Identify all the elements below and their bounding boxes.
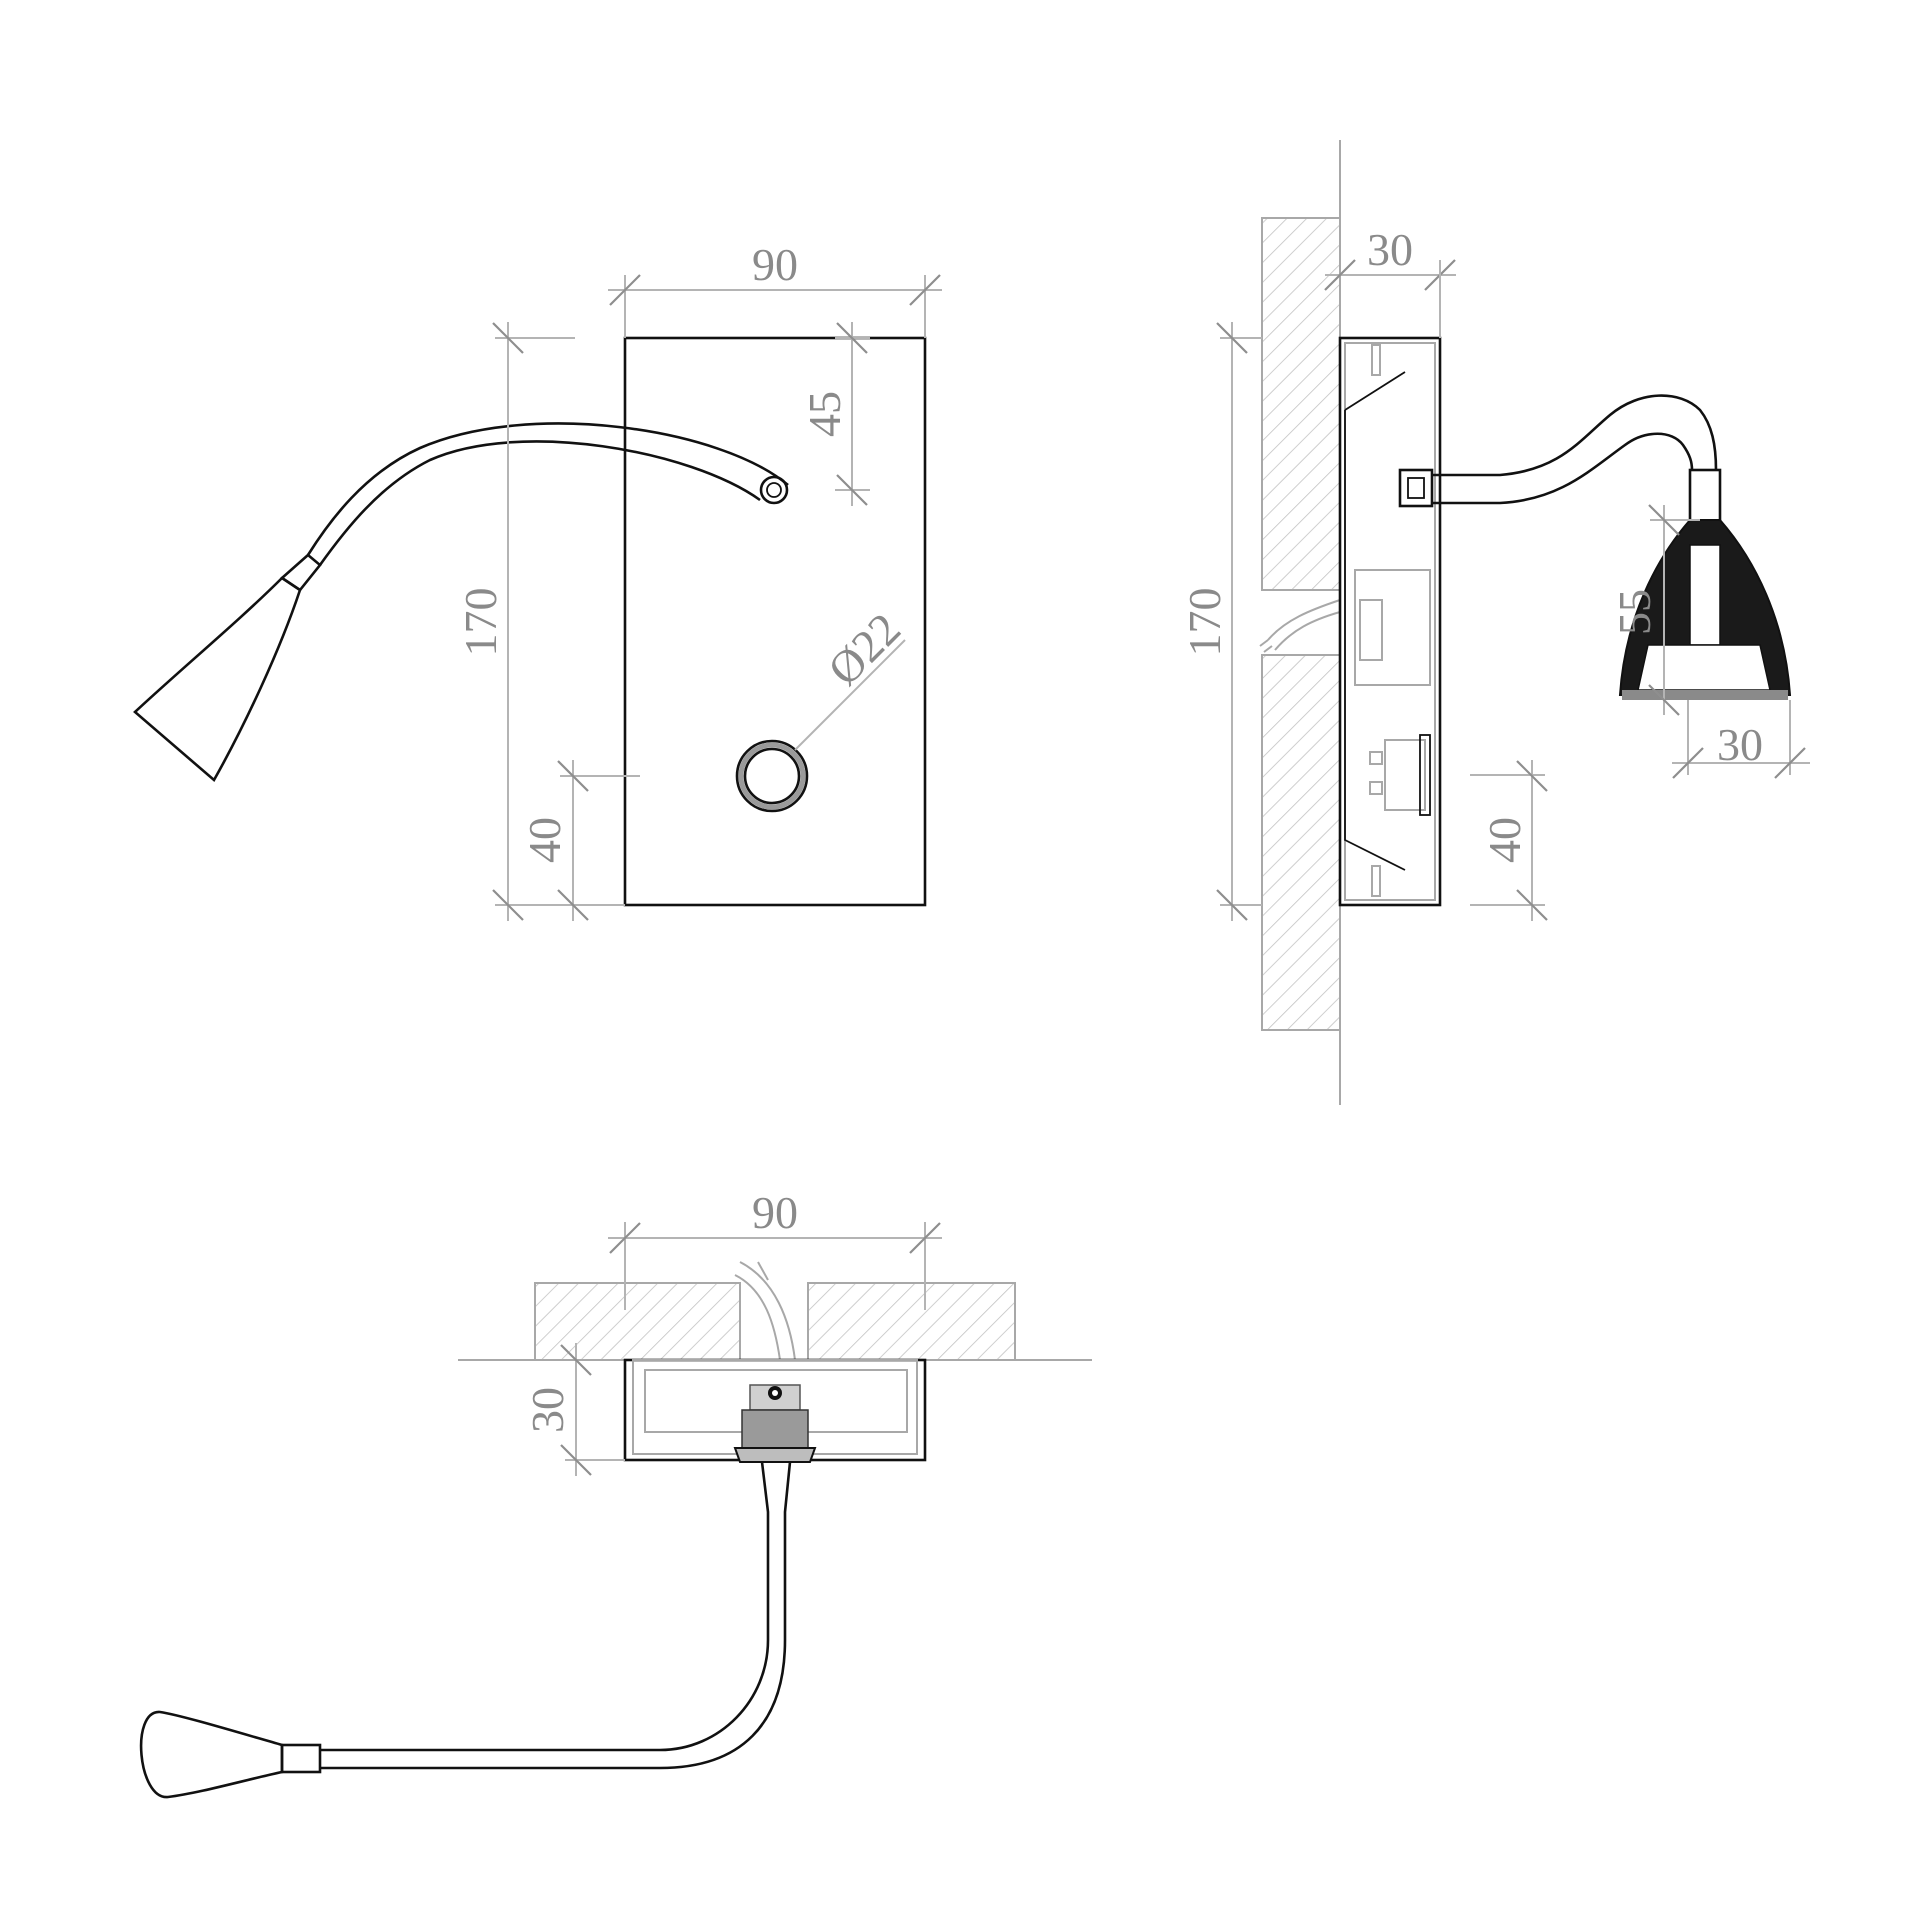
arm-offset-label: 45 — [799, 391, 850, 437]
flexible-arm — [306, 422, 789, 566]
wall-plate — [623, 336, 927, 907]
depth-label: 30 — [1367, 224, 1413, 275]
top-width-label: 90 — [752, 1187, 798, 1238]
lamp-head — [133, 553, 322, 783]
height-label: 170 — [455, 588, 506, 657]
dimension-top-width: 90 — [608, 1187, 942, 1310]
dimension-switch-height: 40 — [519, 760, 640, 921]
dimension-width: 90 — [608, 239, 942, 338]
recessed-housing — [1338, 336, 1442, 907]
dimension-side-height: 170 — [1179, 322, 1262, 921]
switch-diameter-label: Ø22 — [818, 603, 910, 695]
wall-section-left — [534, 1282, 741, 1361]
dimension-side-switch-height: 40 — [1470, 760, 1548, 921]
dimension-depth: 30 — [1324, 224, 1456, 338]
touch-switch — [735, 739, 809, 813]
top-flexible-arm — [320, 1461, 792, 1770]
head-length-label: 55 — [1609, 589, 1660, 635]
switch-height-label: 40 — [519, 817, 570, 863]
side-flexible-arm — [1432, 394, 1718, 505]
dimension-head-width: 30 — [1672, 700, 1810, 779]
side-view: 30 170 55 30 — [1179, 140, 1810, 1105]
side-height-label: 170 — [1179, 588, 1230, 657]
top-depth-label: 30 — [522, 1387, 573, 1433]
top-view: 90 30 — [139, 1187, 1092, 1799]
dimension-top-depth: 30 — [522, 1343, 625, 1476]
top-switch — [733, 1384, 817, 1463]
dimension-head-length: 55 — [1609, 504, 1700, 716]
dimension-switch-diameter: Ø22 — [794, 603, 910, 751]
head-width-label: 30 — [1717, 719, 1763, 770]
front-view: 90 170 45 40 — [133, 239, 942, 921]
side-switch-height-label: 40 — [1479, 817, 1530, 863]
side-lamp-head — [1618, 468, 1792, 700]
dimension-arm-offset: 45 — [799, 322, 870, 506]
wall-section-upper — [1261, 217, 1341, 591]
width-label: 90 — [752, 239, 798, 290]
wall-section-right — [807, 1282, 1016, 1361]
dimension-height: 170 — [455, 322, 625, 921]
wall-section-lower — [1261, 654, 1341, 1031]
top-lamp-head — [139, 1710, 322, 1799]
